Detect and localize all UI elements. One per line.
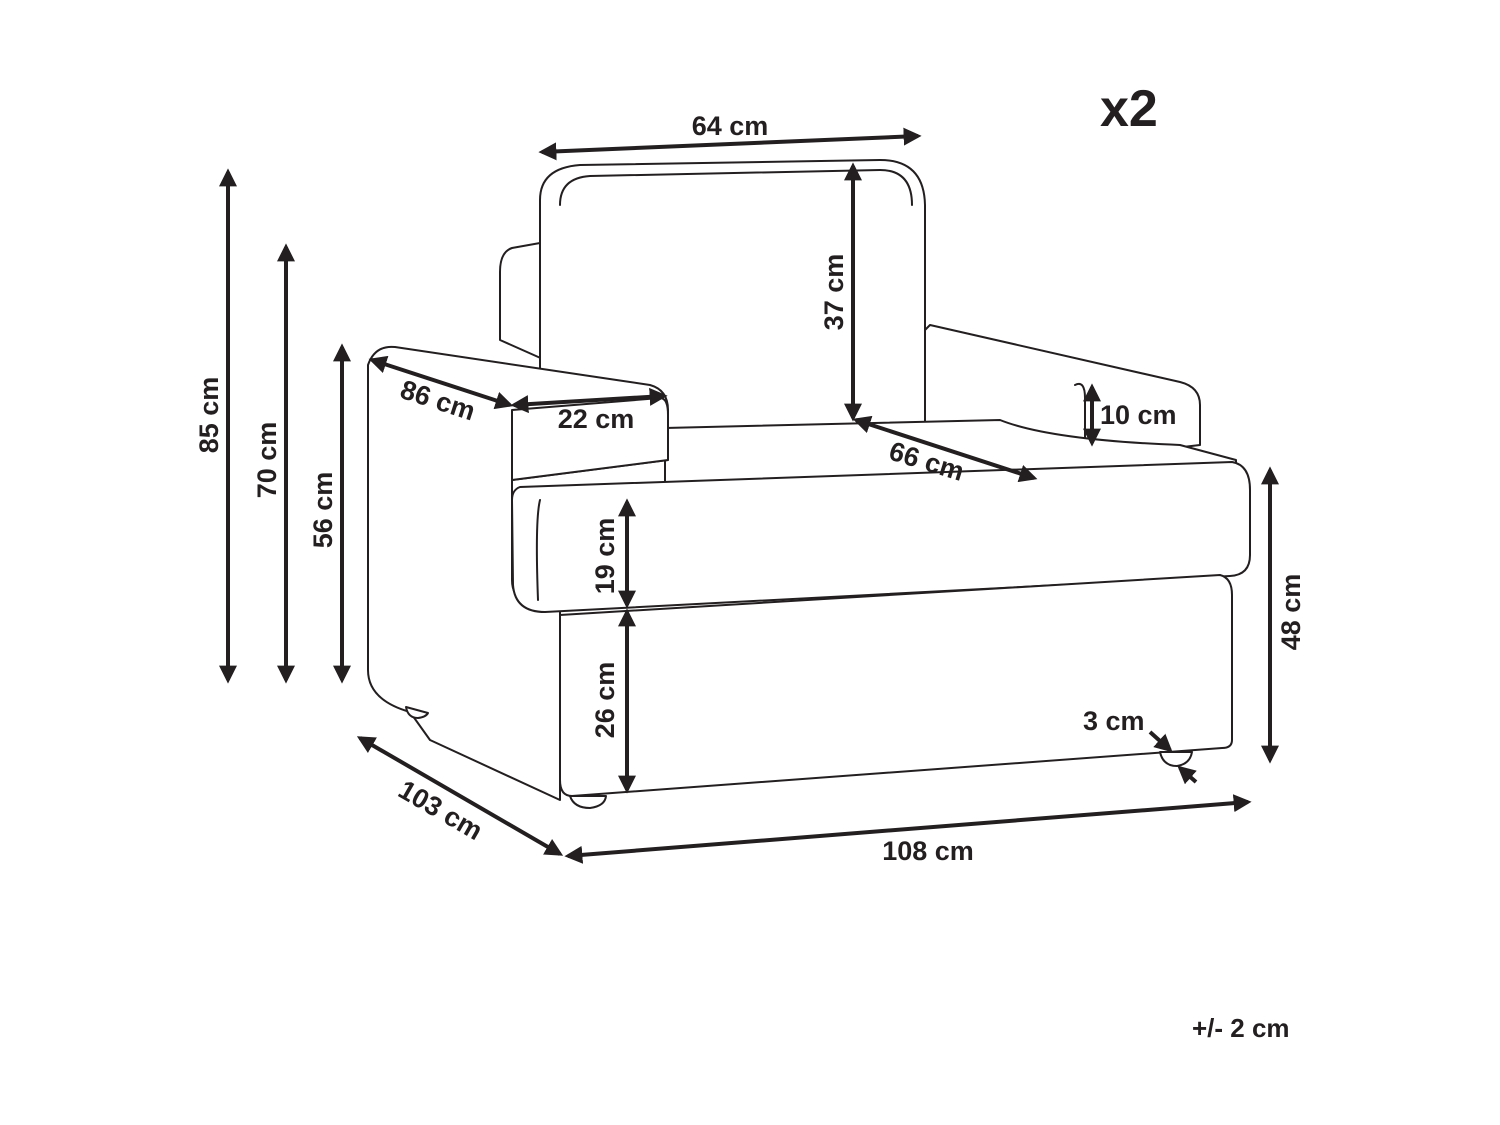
dim-line-back-width	[538, 127, 922, 161]
left-arm-back	[499, 242, 546, 361]
leg-height-label: 3 cm	[1083, 706, 1145, 736]
dim-line-leg-top	[1148, 730, 1173, 753]
arm-height-label: 56 cm	[308, 472, 338, 549]
width-label: 108 cm	[882, 836, 974, 866]
dim-line-arm-width	[510, 387, 668, 414]
back-left-leg	[405, 706, 429, 719]
dim-line-arm-depth	[368, 355, 514, 410]
arm-width-label: 22 cm	[558, 404, 635, 434]
total-height-label: 85 cm	[194, 377, 224, 454]
dim-line-width	[564, 794, 1252, 864]
front-right-leg	[1159, 751, 1193, 767]
seat-height-label: 48 cm	[1276, 574, 1306, 651]
seat-base	[559, 574, 1233, 797]
tolerance-label: +/- 2 cm	[1192, 1013, 1290, 1043]
dim-line-leg-bottom	[1177, 765, 1198, 785]
dimension-labels: x2 85 cm 70 cm 56 cm 64 cm 37 cm 86 cm 2…	[194, 80, 1306, 1043]
arm-thickness-label: 10 cm	[1100, 400, 1177, 430]
quantity-label: x2	[1100, 80, 1158, 138]
front-left-leg	[569, 795, 607, 809]
backrest-height-label: 37 cm	[819, 254, 849, 331]
dimension-lines	[219, 127, 1279, 864]
back-width-label: 64 cm	[692, 111, 769, 141]
back-height-label: 70 cm	[252, 422, 282, 499]
cushion-height-label: 19 cm	[590, 518, 620, 595]
dim-line-seat-depth	[852, 415, 1038, 483]
dim-line-depth	[356, 736, 564, 856]
seat-cushion	[511, 461, 1251, 613]
base-height-label: 26 cm	[590, 662, 620, 739]
armchair-outline	[367, 159, 1251, 809]
